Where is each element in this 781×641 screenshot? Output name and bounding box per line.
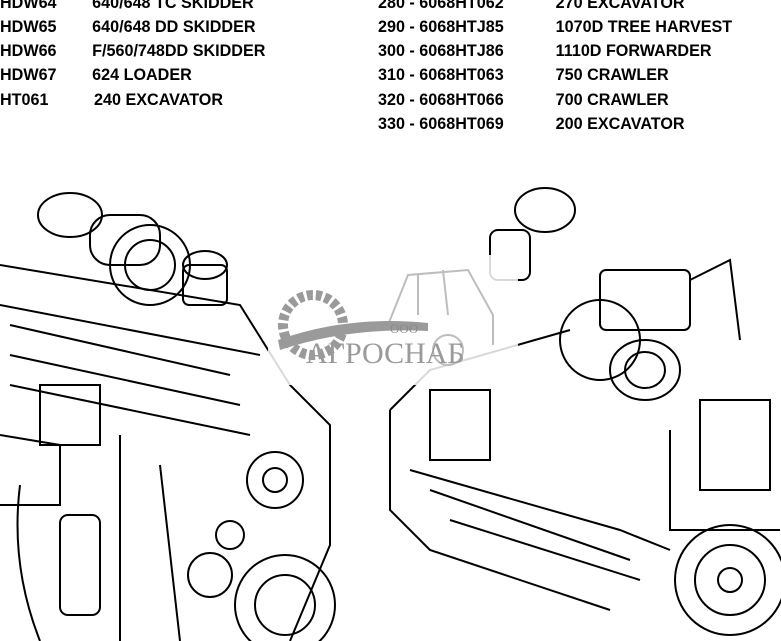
- engine-code: HDW65: [0, 17, 57, 36]
- application: 750 CRAWLER: [555, 65, 669, 84]
- logo-prefix: ООО: [390, 321, 418, 336]
- table-row: 280 - 6068HT062 270 EXCAVATOR: [378, 0, 685, 13]
- application: 200 EXCAVATOR: [555, 114, 685, 133]
- application: 700 CRAWLER: [555, 90, 669, 109]
- application: 270 EXCAVATOR: [555, 0, 685, 12]
- engine-illustration-right: [389, 187, 781, 636]
- engine-code: HDW64: [0, 0, 57, 12]
- table-row: 300 - 6068HTJ86 1110D FORWARDER: [378, 41, 712, 61]
- engine-code: 280 - 6068HT062: [378, 0, 504, 12]
- application: 624 LOADER: [92, 65, 192, 84]
- engine-code: HDW66: [0, 41, 57, 60]
- application: 1070D TREE HARVEST: [555, 17, 733, 36]
- table-row: HDW65 640/648 DD SKIDDER: [0, 17, 256, 37]
- application: 240 EXCAVATOR: [94, 90, 223, 109]
- table-row: 290 - 6068HTJ85 1070D TREE HARVEST: [378, 17, 732, 37]
- engine-code: 300 - 6068HTJ86: [378, 41, 504, 60]
- engine-code: 330 - 6068HT069: [378, 114, 504, 133]
- engine-code: 290 - 6068HTJ85: [378, 17, 504, 36]
- table-row: 320 - 6068HT066 700 CRAWLER: [378, 90, 669, 110]
- table-row: 310 - 6068HT063 750 CRAWLER: [378, 65, 669, 85]
- table-row: HT061 240 EXCAVATOR: [0, 90, 223, 110]
- application: 640/648 DD SKIDDER: [92, 17, 256, 36]
- logo-name: АГРОСНАБ: [306, 337, 465, 370]
- engine-code: HT061: [0, 90, 49, 109]
- table-row: HDW67 624 LOADER: [0, 65, 192, 85]
- engine-illustration-left: [0, 192, 336, 641]
- table-row: HDW66 F/560/748DD SKIDDER: [0, 41, 265, 61]
- engine-code: 310 - 6068HT063: [378, 65, 504, 84]
- table-row: HDW64 640/648 TC SKIDDER: [0, 0, 254, 13]
- application: 640/648 TC SKIDDER: [92, 0, 254, 12]
- engine-code: 320 - 6068HT066: [378, 90, 504, 109]
- engine-code: HDW67: [0, 65, 57, 84]
- agrosnab-watermark-logo: ООО АГРОСНАБ: [268, 255, 518, 385]
- application: F/560/748DD SKIDDER: [92, 41, 266, 60]
- application: 1110D FORWARDER: [555, 41, 712, 60]
- table-row: 330 - 6068HT069 200 EXCAVATOR: [378, 114, 685, 134]
